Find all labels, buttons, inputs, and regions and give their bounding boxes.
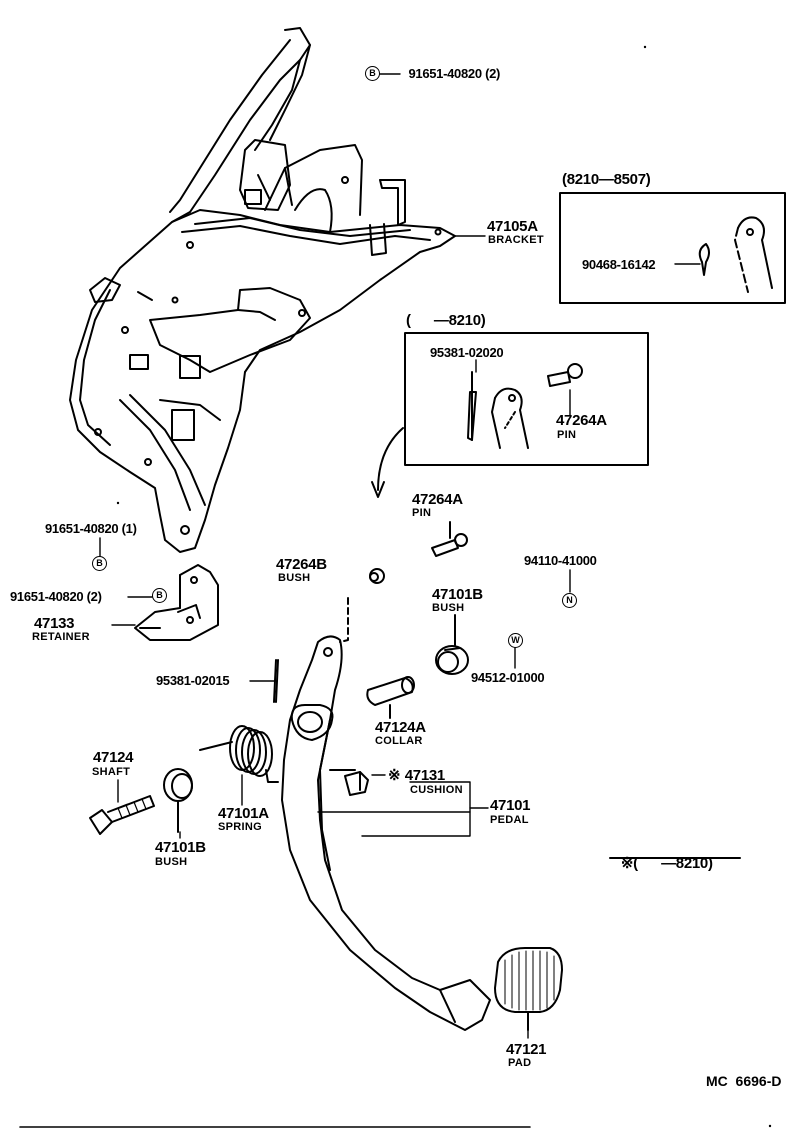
diagram-code: MC 6696-D: [706, 1073, 782, 1089]
retainer-name: RETAINER: [32, 631, 90, 643]
inset-mid-pin-name: PIN: [557, 429, 577, 441]
pad-part-number: 47121: [506, 1041, 547, 1058]
inset-box-8210-8507: [559, 192, 786, 304]
inset-top-range: (8210—8507): [562, 171, 651, 188]
left-bolt1-symbol-wrap: B: [92, 556, 107, 572]
bush-top-part-number: 47264B: [276, 556, 327, 573]
washer-part-number: 94512-01000: [471, 670, 545, 685]
bush-low-drawing: [163, 768, 193, 833]
cushion-part-number: 47131: [404, 767, 446, 784]
note-label: ※( —8210): [612, 840, 713, 872]
collar-name: COLLAR: [375, 735, 423, 747]
left-bolt2-part-number: 91651-40820 (2): [10, 589, 102, 604]
retainer-drawing: [134, 564, 219, 641]
top-bolt-part-number: 91651-40820 (2): [408, 66, 501, 81]
nut-symbol-wrap: N: [562, 593, 577, 609]
nut-part-number: 94110-41000: [524, 553, 597, 568]
cushion-mark: ※: [388, 767, 401, 784]
pad-drawing: [494, 947, 563, 1031]
nut-symbol-n: N: [562, 593, 577, 609]
spring-part-number: 47101A: [218, 805, 269, 822]
bush-low-name: BUSH: [155, 856, 188, 868]
cushion-label: ※ 47131: [388, 768, 445, 784]
collar-part-number: 47124A: [375, 719, 426, 736]
cushion-drawing: [344, 771, 369, 796]
bracket-name: BRACKET: [488, 234, 544, 246]
inset-mid-cotter-part: 95381-02020: [430, 345, 504, 360]
left-bolt2-symbol-wrap: B: [152, 588, 167, 604]
left-bolt1-part-number: 91651-40820 (1): [45, 521, 137, 536]
top-bolt-label: B 91651-40820 (2): [365, 66, 500, 82]
inset-box-8210: [371, 332, 649, 498]
washer-symbol-w: W: [508, 633, 523, 649]
shaft-drawing: [89, 795, 155, 835]
inset-top-part-number: 90468-16142: [582, 257, 656, 272]
note-range: ( —8210): [633, 855, 713, 872]
spring-name: SPRING: [218, 821, 262, 833]
bolt-symbol-b-2: B: [152, 588, 167, 604]
pad-name: PAD: [508, 1057, 532, 1069]
shaft-part-number: 47124: [93, 749, 134, 766]
inset-mid-pin-part: 47264A: [556, 412, 607, 429]
collar-drawing: [366, 676, 415, 719]
bush-mid-drawing: [435, 614, 469, 675]
pedal-name: PEDAL: [490, 814, 529, 826]
bolt-symbol-b: B: [365, 66, 380, 82]
washer-symbol-wrap: W: [508, 633, 523, 649]
cotter-low-part-number: 95381-02015: [156, 673, 230, 688]
retainer-part-number: 47133: [34, 615, 75, 632]
inset-mid-range: ( —8210): [406, 312, 486, 329]
pedal-part-number: 47101: [490, 797, 531, 814]
bush-low-part-number: 47101B: [155, 839, 206, 856]
pedal-drawing: [281, 597, 491, 1031]
pin-drawing: [431, 521, 468, 557]
bush-mid-part-number: 47101B: [432, 586, 483, 603]
bush-mid-name: BUSH: [432, 602, 465, 614]
pin-part-number: 47264A: [412, 491, 463, 508]
leader-lines: [19, 73, 741, 1128]
spring-drawing: [199, 725, 279, 783]
bush-top-drawing: [369, 568, 385, 584]
bracket-drawing: [69, 27, 456, 553]
pin-name: PIN: [412, 507, 432, 519]
bolt-symbol-b-1: B: [92, 556, 107, 572]
bracket-part-number: 47105A: [487, 218, 538, 235]
note-mark: ※: [620, 855, 634, 872]
cushion-name: CUSHION: [410, 784, 463, 796]
bush-top-name: BUSH: [278, 572, 311, 584]
shaft-name: SHAFT: [92, 766, 131, 778]
